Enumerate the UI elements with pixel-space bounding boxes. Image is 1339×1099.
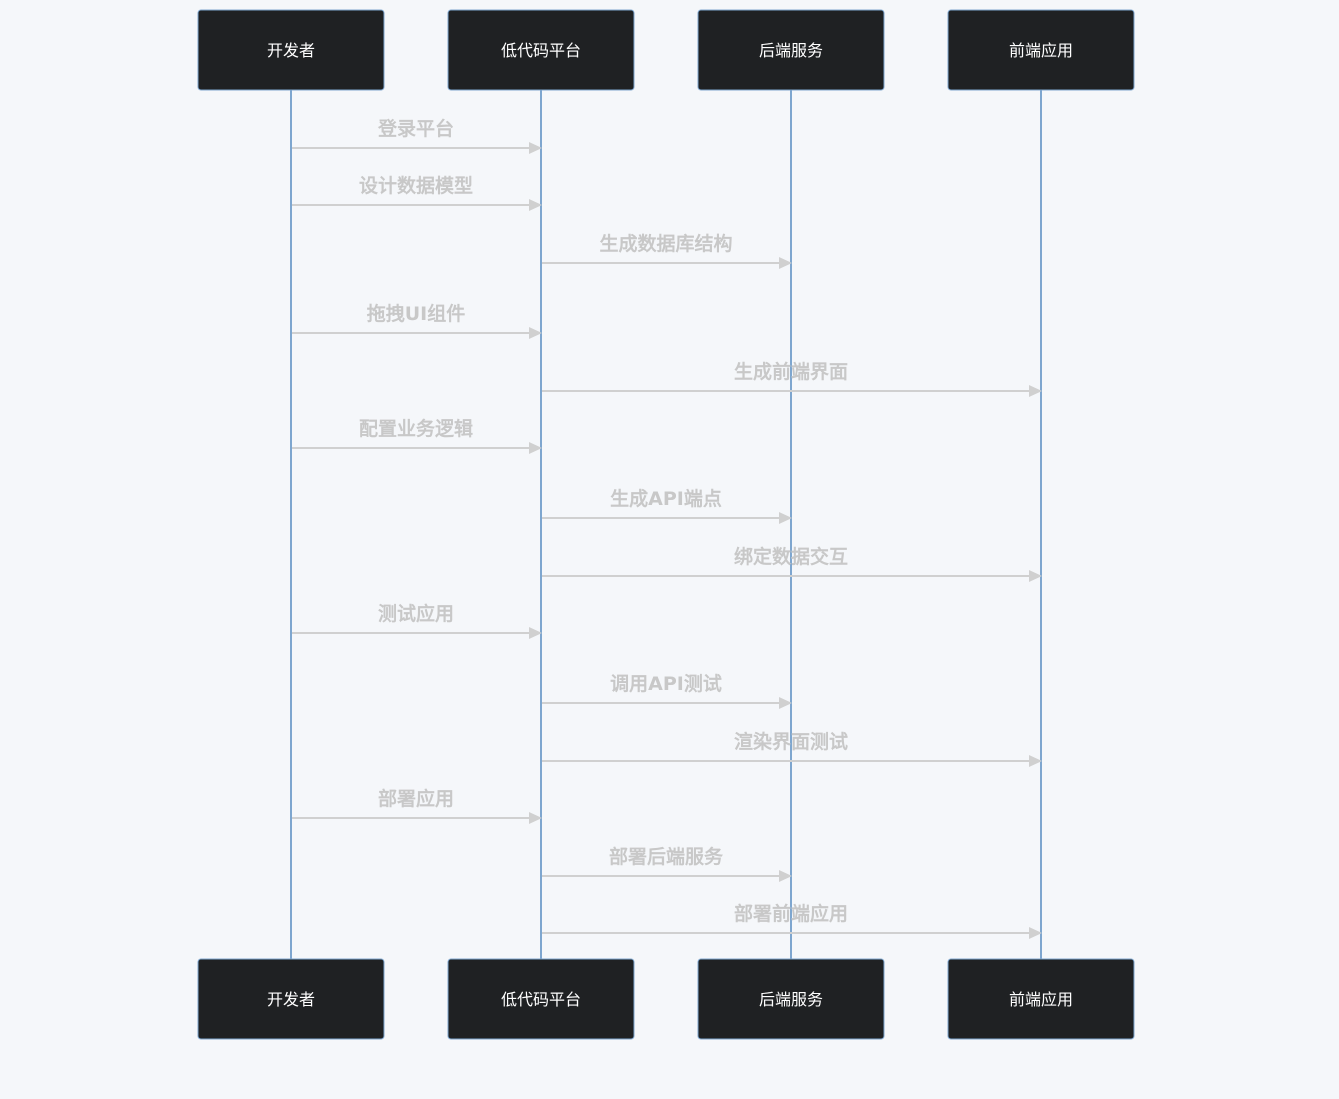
arrowhead-icon: [779, 512, 792, 524]
message-label: 渲染界面测试: [734, 730, 848, 753]
message-label: 配置业务逻辑: [359, 417, 473, 440]
actor-label: 低代码平台: [501, 41, 581, 60]
message-label: 部署应用: [378, 787, 454, 810]
message-14: 部署前端应用: [542, 902, 1042, 939]
message-label: 部署后端服务: [609, 845, 724, 868]
actor-dev-bottom: 开发者: [197, 958, 385, 1040]
message-10: 调用API测试: [542, 673, 792, 709]
message-label: 生成前端界面: [734, 360, 848, 383]
actor-box: [197, 958, 385, 1040]
message-13: 部署后端服务: [542, 845, 792, 882]
message-label: 设计数据模型: [359, 174, 473, 197]
actor-backend-bottom: 后端服务: [697, 958, 885, 1040]
message-4: 拖拽UI组件: [292, 302, 542, 339]
arrowhead-icon: [1029, 927, 1042, 939]
arrowhead-icon: [529, 442, 542, 454]
actor-label: 前端应用: [1009, 990, 1073, 1009]
message-12: 部署应用: [292, 787, 542, 824]
actor-label: 开发者: [267, 41, 315, 60]
arrowhead-icon: [1029, 385, 1042, 397]
actor-platform-top: 低代码平台: [447, 9, 635, 91]
message-label: 登录平台: [377, 117, 454, 140]
message-6: 配置业务逻辑: [292, 417, 542, 454]
actor-box: [947, 9, 1135, 91]
message-7: 生成API端点: [542, 487, 792, 524]
arrowhead-icon: [779, 697, 792, 709]
message-8: 绑定数据交互: [542, 545, 1042, 582]
message-label: 生成API端点: [610, 487, 722, 510]
message-5: 生成前端界面: [542, 360, 1042, 397]
actor-dev-top: 开发者: [197, 9, 385, 91]
arrowhead-icon: [529, 142, 542, 154]
arrowhead-icon: [529, 199, 542, 211]
message-label: 拖拽UI组件: [367, 302, 466, 325]
arrowhead-icon: [1029, 570, 1042, 582]
message-2: 设计数据模型: [292, 174, 542, 211]
actor-platform-bottom: 低代码平台: [447, 958, 635, 1040]
arrowhead-icon: [529, 812, 542, 824]
message-label: 调用API测试: [610, 673, 722, 695]
actor-box: [447, 9, 635, 91]
message-9: 测试应用: [292, 602, 542, 639]
actor-box: [197, 9, 385, 91]
actor-label: 低代码平台: [501, 990, 581, 1009]
arrowhead-icon: [1029, 755, 1042, 767]
actor-backend-top: 后端服务: [697, 9, 885, 91]
actor-frontend-top: 前端应用: [947, 9, 1135, 91]
actor-box: [697, 9, 885, 91]
message-label: 测试应用: [378, 602, 454, 625]
arrowhead-icon: [779, 870, 792, 882]
message-label: 生成数据库结构: [599, 232, 732, 255]
actor-box: [447, 958, 635, 1040]
message-11: 渲染界面测试: [542, 730, 1042, 767]
actor-box: [947, 958, 1135, 1040]
actor-label: 后端服务: [759, 41, 823, 60]
message-label: 绑定数据交互: [734, 545, 848, 568]
actor-label: 前端应用: [1009, 41, 1073, 60]
actor-label: 后端服务: [759, 990, 823, 1009]
message-3: 生成数据库结构: [542, 232, 792, 269]
arrowhead-icon: [529, 627, 542, 639]
arrowhead-icon: [529, 327, 542, 339]
arrowhead-icon: [779, 257, 792, 269]
message-label: 部署前端应用: [734, 902, 848, 925]
actor-frontend-bottom: 前端应用: [947, 958, 1135, 1040]
message-1: 登录平台: [292, 117, 542, 154]
actor-label: 开发者: [267, 990, 315, 1009]
actor-box: [697, 958, 885, 1040]
